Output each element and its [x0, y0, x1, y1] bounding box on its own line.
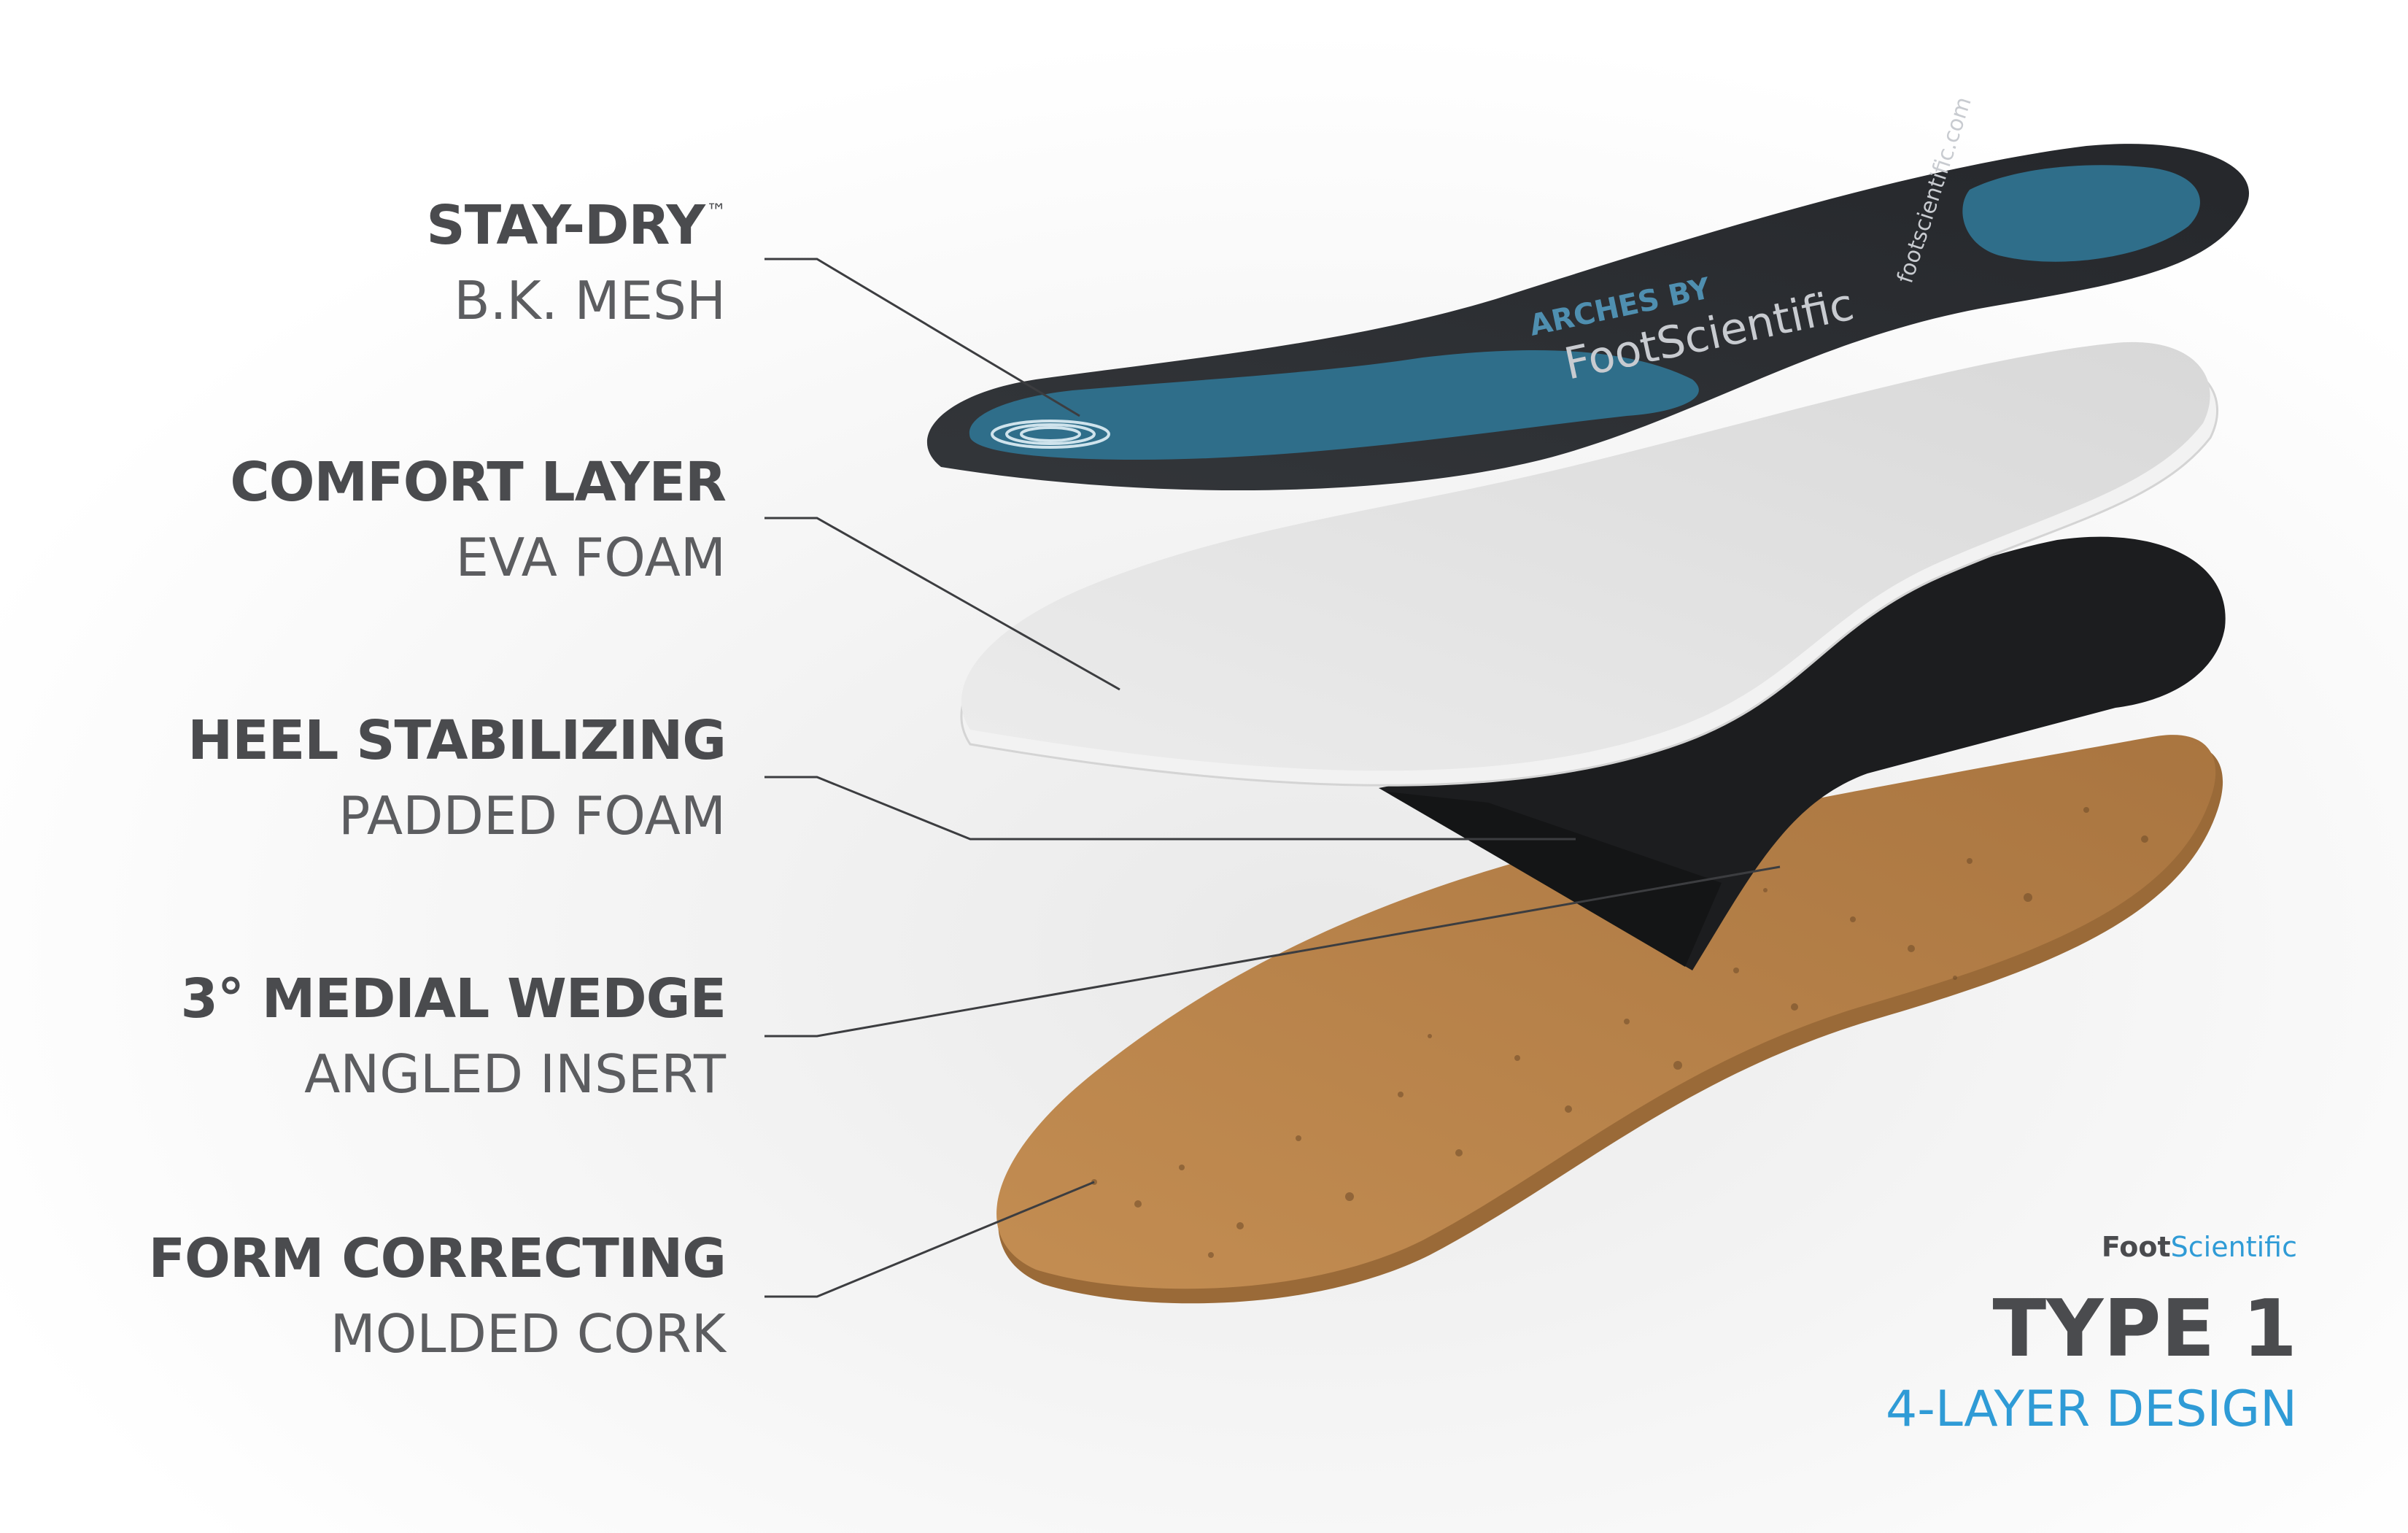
- label-title: 3° MEDIAL WEDGE: [180, 968, 727, 1030]
- label-stay-dry: STAY-DRY™ B.K. MESH: [426, 194, 727, 331]
- label-subtitle: B.K. MESH: [454, 270, 726, 331]
- medial-wedge-insert: [1386, 792, 1722, 967]
- comfort-layer: [960, 341, 2218, 787]
- leader-line-cork: [764, 1181, 1095, 1298]
- brand-logo: FootScientific: [2101, 1231, 2297, 1263]
- label-title: STAY-DRY™: [426, 194, 727, 257]
- mesh-arch-panel: [969, 350, 1699, 460]
- trademark-symbol: ™: [706, 199, 727, 223]
- leader-line-mesh: [764, 258, 1080, 417]
- label-title: HEEL STABILIZING: [187, 709, 727, 772]
- mesh-ripple-graphic: [991, 420, 1110, 449]
- label-comfort-layer: COMFORT LAYER EVA FOAM: [230, 451, 727, 588]
- mesh-heel-panel: [1962, 165, 2200, 262]
- cork-layer: [996, 735, 2223, 1304]
- label-form-correcting: FORM CORRECTING MOLDED CORK: [148, 1227, 727, 1364]
- leader-line-comfort: [764, 517, 1120, 691]
- leader-line-wedge: [764, 865, 1781, 1038]
- heel-stabilizing-layer: [1379, 536, 2226, 970]
- label-subtitle: EVA FOAM: [455, 527, 726, 588]
- label-subtitle: MOLDED CORK: [330, 1303, 726, 1364]
- stay-dry-mesh-layer: ARCHES BY FootScientific footscientific.…: [926, 94, 2250, 491]
- label-medial-wedge: 3° MEDIAL WEDGE ANGLED INSERT: [180, 968, 727, 1105]
- leader-lines: [764, 258, 1781, 1298]
- product-badge: FootScientific TYPE 1 4-LAYER DESIGN: [1886, 1233, 2297, 1434]
- label-heel-stabilizing: HEEL STABILIZING PADDED FOAM: [187, 709, 727, 846]
- label-title: COMFORT LAYER: [230, 451, 727, 514]
- cork-speckles: [1091, 807, 2148, 1258]
- leader-line-heel: [764, 776, 1576, 841]
- product-type: TYPE 1: [1992, 1283, 2297, 1375]
- product-design: 4-LAYER DESIGN: [1886, 1381, 2297, 1438]
- label-subtitle: PADDED FOAM: [338, 785, 726, 846]
- label-title: FORM CORRECTING: [148, 1227, 727, 1290]
- label-subtitle: ANGLED INSERT: [304, 1043, 726, 1105]
